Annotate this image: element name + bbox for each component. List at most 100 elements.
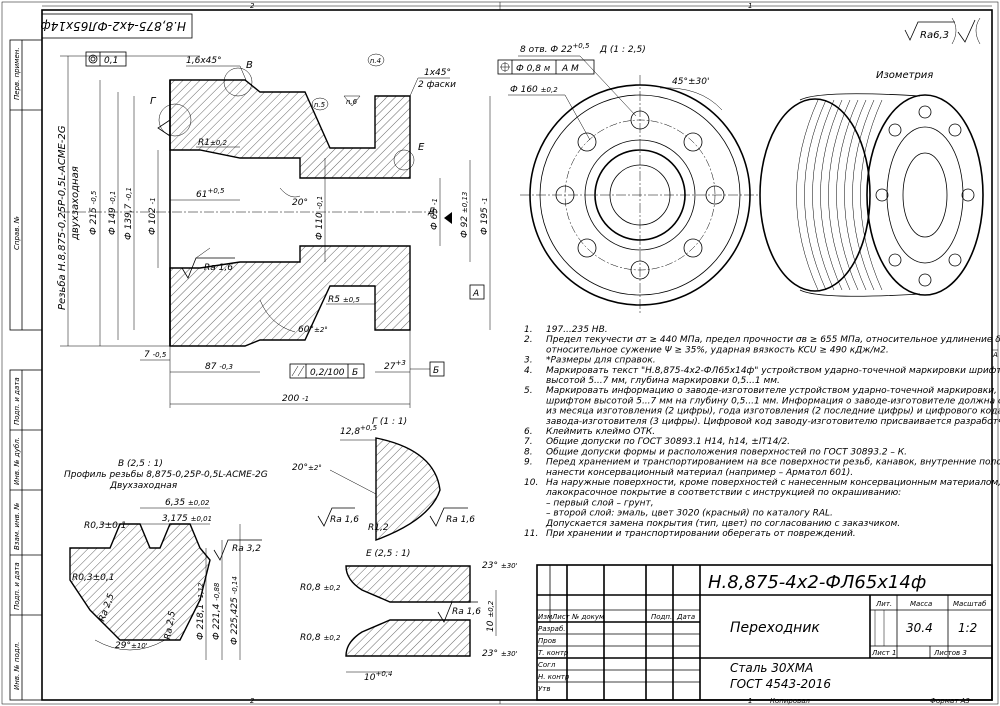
- dim-27: 27+3: [384, 359, 406, 372]
- flatness-value: 0,1: [104, 56, 118, 66]
- thread-profile-view: В (2,5 : 1) Профиль резьбы 8,875-0,25Р-0…: [64, 459, 268, 660]
- zone-bottom-right: 1: [748, 697, 752, 705]
- dia-110: Ф 110 -0,1: [315, 196, 325, 240]
- detail-e-view: Е (2,5 : 1) R0,8 ±0,2 R0,8 ±0,2 23° ±30'…: [300, 549, 518, 683]
- note-line: Маркировать информацию о заводе-изготови…: [546, 386, 997, 396]
- dim-12-8: 12,8+0,5: [340, 424, 378, 437]
- dia-65: Ф 65 -1: [430, 198, 440, 230]
- dim-87: 87 -0,3: [205, 362, 233, 372]
- perv-primen: Перв. примен.: [13, 47, 21, 100]
- flatness-tolerance: 0,1: [85, 51, 127, 67]
- note-line: Допускается замена покрытия (тип, цвет) …: [545, 519, 900, 529]
- r03-top: R0,3±0,1: [84, 521, 126, 531]
- side-strip-labels: Перв. примен. Справ. № Подп. и дата Инв.…: [13, 47, 21, 690]
- svg-text:Лист: Лист: [551, 613, 571, 621]
- ra16-e: Ra 1,6: [437, 601, 481, 623]
- svg-text:Формат А3: Формат А3: [930, 697, 970, 705]
- sprav-no: Справ. №: [13, 216, 21, 250]
- note-number: 3.: [524, 356, 533, 366]
- note-line: 197...235 HB.: [546, 325, 608, 335]
- rotated-code-box: Н.8,875-4х2-ФЛ65х14ф: [41, 13, 193, 39]
- dia-160: Ф 160 ±0,2: [510, 85, 558, 95]
- svg-text:Подп.: Подп.: [651, 613, 672, 621]
- svg-text:Согл: Согл: [538, 661, 556, 669]
- dim-7: 7 -0,5: [144, 350, 167, 360]
- svg-text:Ra 1,6: Ra 1,6: [452, 607, 481, 617]
- inv-podl: Инв. № подл.: [13, 642, 21, 690]
- inv-dubl: Инв. № дубл.: [13, 437, 21, 485]
- dim-61: 61+0,5: [196, 187, 225, 200]
- note-line: Перед хранением и транспортированием на …: [546, 458, 1000, 468]
- title-drawing-code: Н.8,875-4х2-ФЛ65х14ф: [708, 572, 926, 593]
- zone-bottom-left: 2: [250, 697, 255, 705]
- svg-text:Пров: Пров: [538, 637, 556, 645]
- zone-right: A: [992, 351, 998, 359]
- note-number: 9.: [524, 458, 533, 468]
- isometric-view: Изометрия: [759, 70, 984, 297]
- main-section-view: Ф 215 -0,5 Ф 149 -0,1 Ф 139,7 -0,1 Ф 102…: [56, 51, 491, 408]
- roughness-general: Ra6,3: [904, 17, 981, 45]
- rotated-drawing-code: Н.8,875-4х2-ФЛ65х14ф: [41, 19, 186, 33]
- dia-221-4: Ф 221,4 -0,88: [212, 582, 222, 640]
- note-line: Общие допуски формы и расположения повер…: [546, 447, 907, 457]
- section-upper: [169, 79, 411, 179]
- svg-text:А М: А М: [561, 64, 579, 74]
- title-part-name: Переходник: [730, 620, 820, 636]
- dim-10-v: 10 ±0,2: [486, 600, 496, 632]
- svg-text:Т. контр: Т. контр: [538, 649, 569, 657]
- technical-notes: 1.197...235 HB.2.Предел текучести σт ≥ 4…: [524, 325, 1000, 539]
- note-number: 10.: [524, 478, 538, 488]
- svg-text:Лит.: Лит.: [875, 600, 892, 608]
- detail-v: В: [246, 60, 253, 71]
- scale-value: 1:2: [958, 621, 977, 635]
- vzam-inv: Взам. инв. №: [13, 502, 21, 550]
- svg-text:Лист 1: Лист 1: [871, 649, 896, 657]
- svg-text:Изм: Изм: [538, 613, 553, 621]
- svg-text:Ra 1,6: Ra 1,6: [330, 515, 359, 525]
- thread-side-label: Резьба Н.8,875-0,25Р-0,5L-ACME-2G: [56, 125, 68, 310]
- note-line: *Размеры для справок.: [546, 356, 656, 366]
- dim-3-175: 3,175 ±0,01: [162, 514, 212, 524]
- title-block: Н.8,875-4х2-ФЛ65х14ф Переходник Сталь 30…: [536, 564, 993, 705]
- svg-text:Масса: Масса: [910, 600, 932, 608]
- note-line: высотой 5...7 мм, глубина маркировки 0,5…: [546, 376, 780, 386]
- thread-side-label-2: двухзаходная: [70, 166, 81, 241]
- chamfer-top: 1,6х45°: [186, 56, 222, 66]
- profile-title: В (2,5 : 1): [118, 459, 163, 469]
- r03-bottom: R0,3±0,1: [72, 573, 114, 583]
- section-lower: [169, 245, 411, 347]
- dim-10-h: 10+0,4: [364, 670, 392, 683]
- zone-top-left: 2: [250, 2, 255, 10]
- note-number: 1.: [524, 325, 533, 335]
- angle-45: 45°±30': [672, 77, 709, 87]
- note-number: 5.: [524, 386, 533, 396]
- svg-text:№ докум: № докум: [571, 613, 605, 621]
- note-line: лакокрасочное покрытие в соответствии с …: [545, 488, 901, 498]
- dia-195: Ф 195 -1: [480, 197, 490, 235]
- diameter-dims: [60, 55, 491, 347]
- zone-top-right: 1: [748, 2, 752, 10]
- detail-g-title: Г (1 : 1): [372, 417, 407, 427]
- dia-92: Ф 92 ±0,13: [460, 192, 470, 238]
- angle-20: 20°: [292, 198, 308, 208]
- dia-215: Ф 215 -0,5: [89, 190, 99, 235]
- roughness-value: Ra6,3: [920, 30, 949, 41]
- note-number: 6.: [524, 427, 533, 437]
- note-number: 7.: [524, 437, 533, 447]
- note-line: На наружные поверхности, кроме поверхнос…: [546, 478, 1000, 488]
- svg-text:Дата: Дата: [676, 613, 695, 621]
- r08-b: R0,8 ±0,2: [300, 633, 341, 643]
- svg-text:Разраб.: Разраб.: [538, 625, 566, 633]
- dia-225-425: Ф 225,425 -0,14: [230, 576, 240, 645]
- angle-29: 29°±10': [115, 641, 148, 651]
- mass-value: 30.4: [906, 621, 933, 635]
- note-line: Клеймить клеймо ОТК.: [546, 427, 655, 437]
- profile-name: Профиль резьбы 8,875-0,25Р-0,5L-ACME-2G: [64, 470, 268, 480]
- runout-tolerance: 0,2/100 Б: [289, 363, 365, 379]
- svg-text:Масштаб: Масштаб: [953, 600, 987, 608]
- detail-g-circle: [158, 103, 192, 137]
- svg-text:Копировал: Копировал: [770, 697, 811, 705]
- marker-n6: n.6: [346, 98, 358, 106]
